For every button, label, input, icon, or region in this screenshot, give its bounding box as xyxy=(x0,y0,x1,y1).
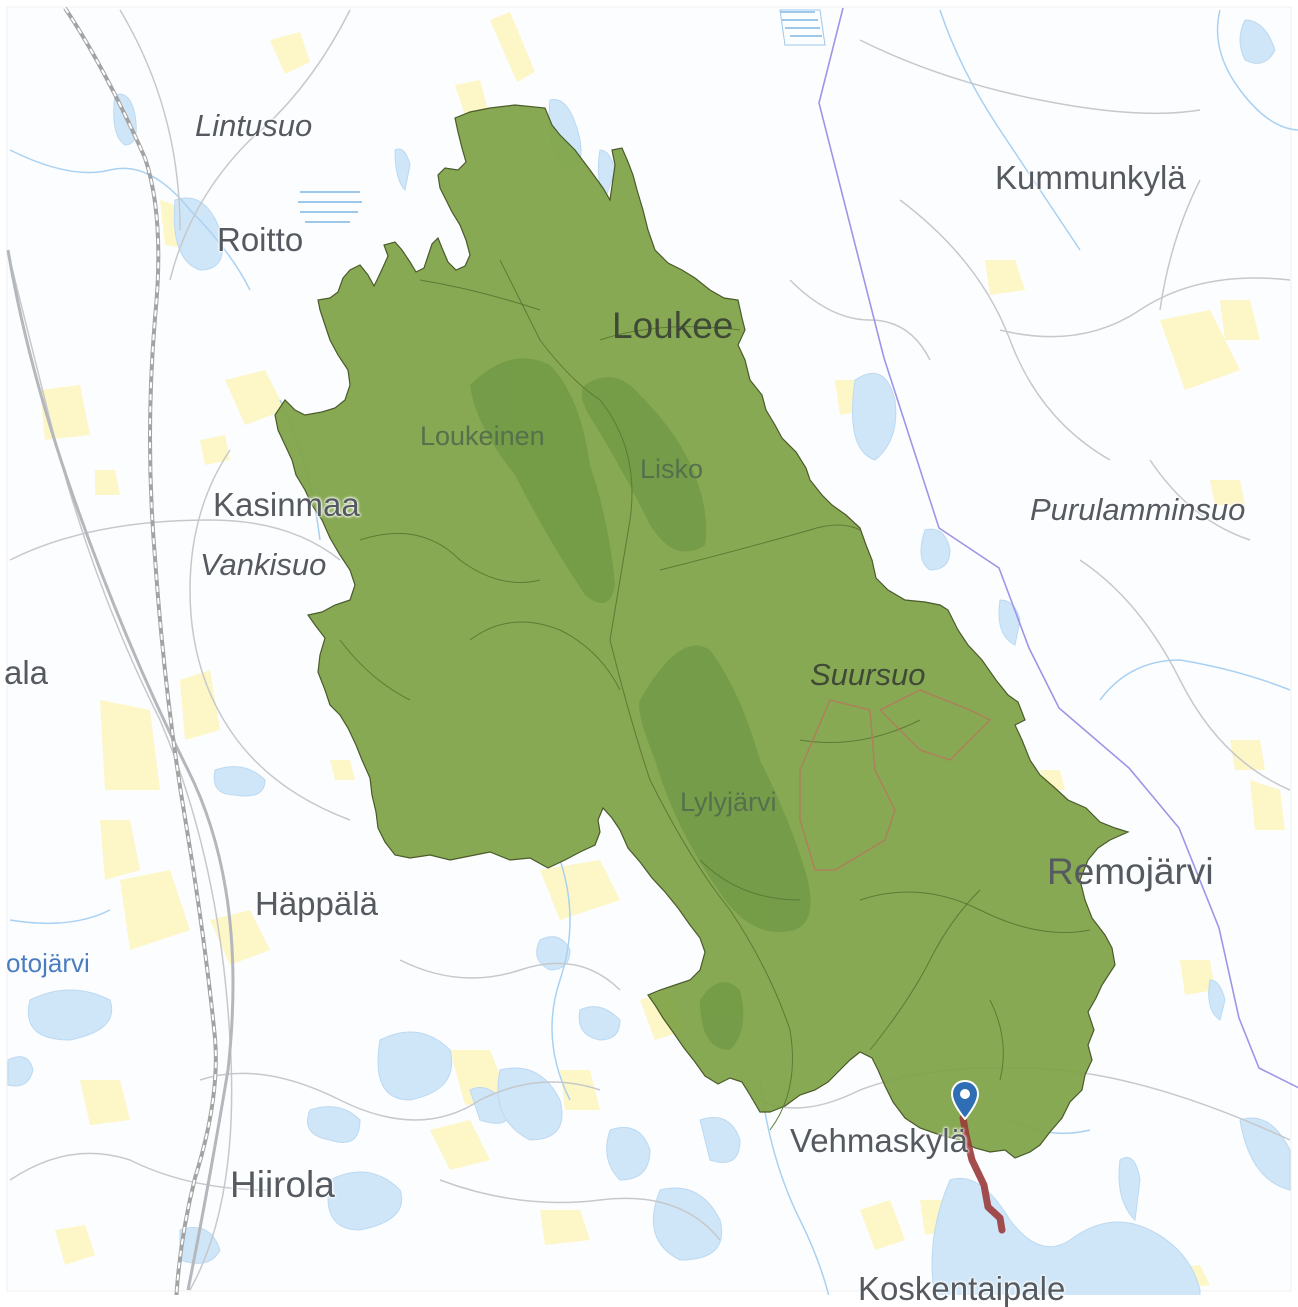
map-pin-icon[interactable] xyxy=(951,1080,979,1120)
place-label-kasinmaa: Kasinmaa xyxy=(213,486,360,523)
place-label-roitto: Roitto xyxy=(217,221,304,258)
highway xyxy=(6,249,235,1291)
railway xyxy=(63,6,218,1295)
place-label-suursuo: Suursuo xyxy=(810,657,926,692)
water-bodies xyxy=(7,9,1291,1295)
catchment-wetlands xyxy=(470,358,811,1050)
place-label-kummunkyla: Kummunkylä xyxy=(995,159,1186,196)
lake-label-loukeinen: Loukeinen xyxy=(420,421,545,451)
marsh-symbols xyxy=(298,11,822,223)
catchment-area[interactable] xyxy=(274,104,1130,1159)
lake-label-lylyjarvi: Lylyjärvi xyxy=(680,787,777,817)
lake-label-otojarvi: otojärvi xyxy=(6,948,90,978)
place-label-hiirola: Hiirola xyxy=(230,1164,335,1205)
place-label-lintusuo: Lintusuo xyxy=(195,108,313,143)
place-label-ala: ala xyxy=(4,654,49,691)
place-label-happala: Häppälä xyxy=(255,885,378,922)
municipal-border xyxy=(818,7,1298,1089)
place-label-loukee: Loukee xyxy=(612,305,734,346)
place-label-purulamminsuo: Purulamminsuo xyxy=(1030,492,1246,527)
place-label-remojarvi: Remojärvi xyxy=(1047,851,1214,892)
place-label-vankisuo: Vankisuo xyxy=(200,547,327,582)
river-path[interactable] xyxy=(959,1114,1006,1234)
streams xyxy=(9,9,1298,1295)
lake-label-lisko: Lisko xyxy=(640,454,704,484)
protected-area-outline xyxy=(799,689,992,871)
place-label-koskentaipale: Koskentaipale xyxy=(858,1270,1066,1307)
sub-basin-lines xyxy=(339,259,1091,1131)
field-areas xyxy=(40,12,1285,1290)
place-label-vehmaskyla: Vehmaskylä xyxy=(790,1122,968,1159)
